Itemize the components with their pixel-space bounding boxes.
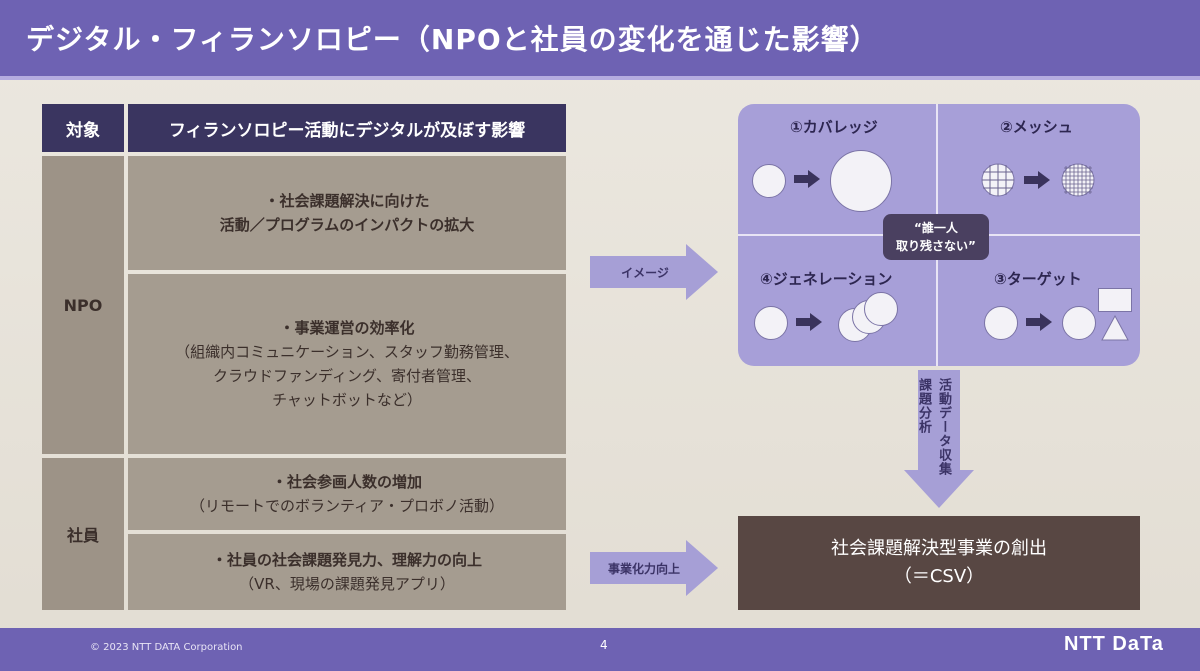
center-badge: “誰一人 取り残さない” [883,214,989,260]
result-line: （＝CSV） [893,566,985,587]
small-circle-icon [984,306,1018,340]
target-circle-icon [1062,306,1096,340]
quadrant-mesh-title: ②メッシュ [1000,118,1073,136]
vertical-label-analysis: 課題分析 [916,378,931,434]
business-arrow [590,540,720,596]
multi-circle-icon [864,292,898,326]
down-arrow [904,370,974,510]
vertical-label-data: 活動データ収集 [936,378,951,476]
small-circle-icon [754,306,788,340]
row-line: ・事業運営の効率化 [279,319,415,337]
small-circle-icon [752,164,786,198]
footer-bar [0,628,1200,671]
image-arrow [590,244,720,300]
business-arrow-label: 事業化力向上 [607,562,680,576]
row-line: （組織内コミュニケーション、スタッフ勤務管理、 [175,343,519,361]
row-line: ・社会課題解決に向けた [264,192,430,210]
table-header-target: 対象 [42,104,124,152]
employee-label: 社員 [42,458,124,610]
row-line: 活動／プログラムのインパクトの拡大 [219,216,475,234]
quadrant-generation-title: ④ジェネレーション [760,270,893,288]
table-row: ・事業運営の効率化 （組織内コミュニケーション、スタッフ勤務管理、 クラウドファ… [128,274,566,454]
table-row: ・社員の社会課題発見力、理解力の向上 （VR、現場の課題発見アプリ） [128,534,566,610]
row-line: チャットボットなど） [272,391,422,409]
image-arrow-label: イメージ [621,266,669,280]
quadrant-target-title: ③ターゲット [994,270,1082,288]
large-circle-icon [830,150,892,212]
badge-line: 取り残さない” [896,239,976,253]
quadrant-coverage-title: ①カバレッジ [790,118,878,136]
arrow-icon [1038,171,1050,189]
arrow-icon [808,170,820,188]
row-line: （リモートでのボランティア・プロボノ活動） [189,497,505,515]
row-line: クラウドファンディング、寄付者管理、 [213,367,481,385]
arrow-icon [796,318,810,326]
row-line: ・社員の社会課題発見力、理解力の向上 [211,551,482,569]
header-bar [0,0,1200,76]
badge-line: “誰一人 [914,221,958,235]
brand-logo: NTT DaTa [1064,633,1164,655]
result-box: 社会課題解決型事業の創出 （＝CSV） [738,516,1140,610]
page-number: 4 [600,638,608,652]
mesh-coarse-icon [981,163,1015,197]
mesh-fine-icon [1061,163,1095,197]
arrow-icon [1024,176,1038,184]
table-row: ・社会参画人数の増加 （リモートでのボランティア・プロボノ活動） [128,458,566,530]
square-icon [1098,288,1132,312]
copyright: © 2023 NTT DATA Corporation [90,642,243,653]
row-line: （VR、現場の課題発見アプリ） [239,575,455,593]
row-line: ・社会参画人数の増加 [271,473,422,491]
table-row: ・社会課題解決に向けた 活動／プログラムのインパクトの拡大 [128,156,566,270]
arrow-icon [794,175,808,183]
arrow-icon [810,313,822,331]
npo-label: NPO [42,156,124,454]
title-divider [0,76,1200,80]
result-line: 社会課題解決型事業の創出 [831,538,1047,559]
arrow-icon [1040,313,1052,331]
arrow-icon [1026,318,1040,326]
triangle-icon [1101,314,1129,341]
table-header-impact: フィランソロピー活動にデジタルが及ぼす影響 [128,104,566,152]
page-title: デジタル・フィランソロピー（NPOと社員の変化を通じた影響） [26,23,879,56]
